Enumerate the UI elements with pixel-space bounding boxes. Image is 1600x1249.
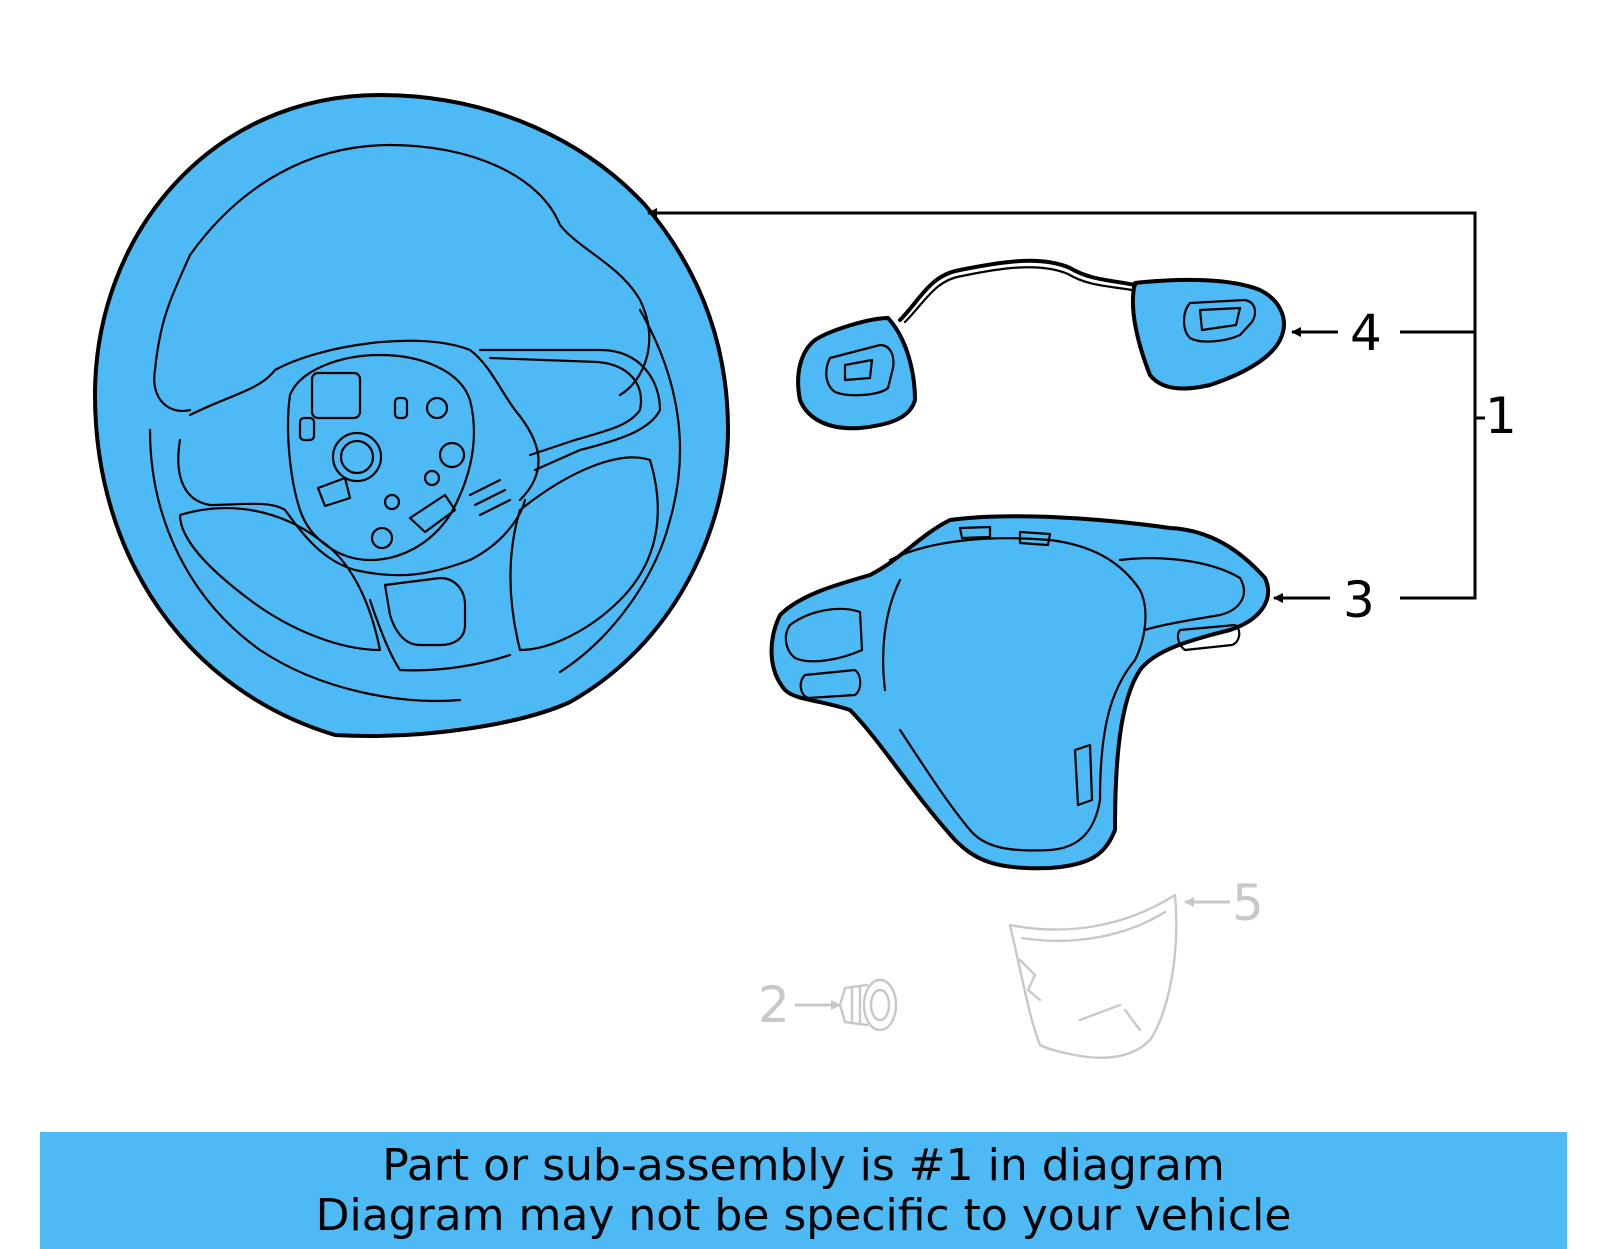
lower-cover[interactable]: [1008, 893, 1178, 1059]
switch-assembly[interactable]: [796, 258, 1286, 431]
steering-wheel[interactable]: [93, 93, 730, 738]
banner-line-1: Part or sub-assembly is #1 in diagram: [382, 1140, 1225, 1191]
callout-3: 3: [1343, 571, 1375, 629]
leader-lines: [647, 208, 1485, 1010]
callout-1: 1: [1485, 387, 1517, 445]
trim-cover[interactable]: [769, 514, 1271, 871]
callout-5: 5: [1232, 874, 1264, 932]
callout-2: 2: [758, 976, 790, 1034]
notice-banner: Part or sub-assembly is #1 in diagram Di…: [40, 1132, 1567, 1249]
callout-4: 4: [1350, 304, 1382, 362]
banner-line-2: Diagram may not be specific to your vehi…: [315, 1190, 1292, 1241]
bolt[interactable]: [838, 978, 898, 1032]
